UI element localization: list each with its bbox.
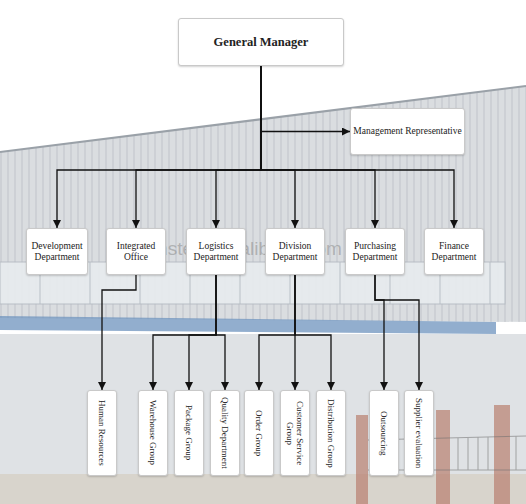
box-label: Distribution Group — [326, 399, 336, 468]
box-label: Integrated Office — [107, 241, 165, 263]
connector-arrow — [153, 275, 216, 390]
org-box: Supplier evaluation — [404, 390, 434, 476]
org-box: Finance Department — [424, 228, 484, 275]
org-box: Management Representative — [350, 108, 465, 155]
connector-arrow — [102, 275, 136, 390]
connector-arrow — [375, 275, 384, 390]
box-label: General Manager — [214, 35, 309, 49]
connector-arrow — [259, 275, 295, 390]
box-label: Management Representative — [353, 126, 461, 137]
org-box: Purchasing Department — [345, 228, 405, 275]
box-label: Logistics Department — [187, 241, 245, 263]
org-box: Outsourcing — [369, 390, 399, 476]
connector-arrow — [57, 66, 261, 228]
box-label: Supplier evaluation — [414, 398, 424, 468]
box-label: Order Group — [254, 410, 264, 456]
connector-arrow — [216, 275, 225, 390]
connector-arrow — [375, 275, 419, 390]
org-box: Integrated Office — [106, 228, 166, 275]
org-box: Customer Service Group — [280, 390, 310, 476]
box-label: Human Resources — [97, 400, 107, 466]
connector-arrow — [261, 66, 350, 132]
box-label: Customer Service Group — [285, 391, 306, 475]
connector-arrow — [261, 66, 375, 228]
connector-arrow — [261, 66, 454, 228]
connector-arrow — [261, 66, 295, 228]
org-box: Distribution Group — [316, 390, 346, 476]
box-label: Outsourcing — [379, 411, 389, 456]
org-box: General Manager — [178, 18, 344, 66]
org-box: Human Resources — [87, 390, 117, 476]
org-box: Logistics Department — [186, 228, 246, 275]
org-box: Warehouse Group — [138, 390, 168, 476]
box-label: Package Group — [184, 405, 194, 460]
org-box: Development Department — [26, 228, 88, 275]
box-label: Development Department — [27, 241, 87, 263]
org-box: Order Group — [244, 390, 274, 476]
connector-arrow — [189, 275, 216, 390]
connector-arrow — [136, 66, 261, 228]
connector-arrow — [294, 275, 295, 390]
box-label: Warehouse Group — [148, 400, 158, 465]
box-label: Quality Department — [220, 397, 230, 469]
box-label: Finance Department — [425, 241, 483, 263]
org-box: Division Department — [265, 228, 325, 275]
connector-arrow — [295, 275, 331, 390]
box-label: Purchasing Department — [346, 241, 404, 263]
org-box: Package Group — [174, 390, 204, 476]
box-label: Division Department — [266, 241, 324, 263]
connector-arrow — [216, 66, 261, 228]
org-box: Quality Department — [210, 390, 240, 476]
